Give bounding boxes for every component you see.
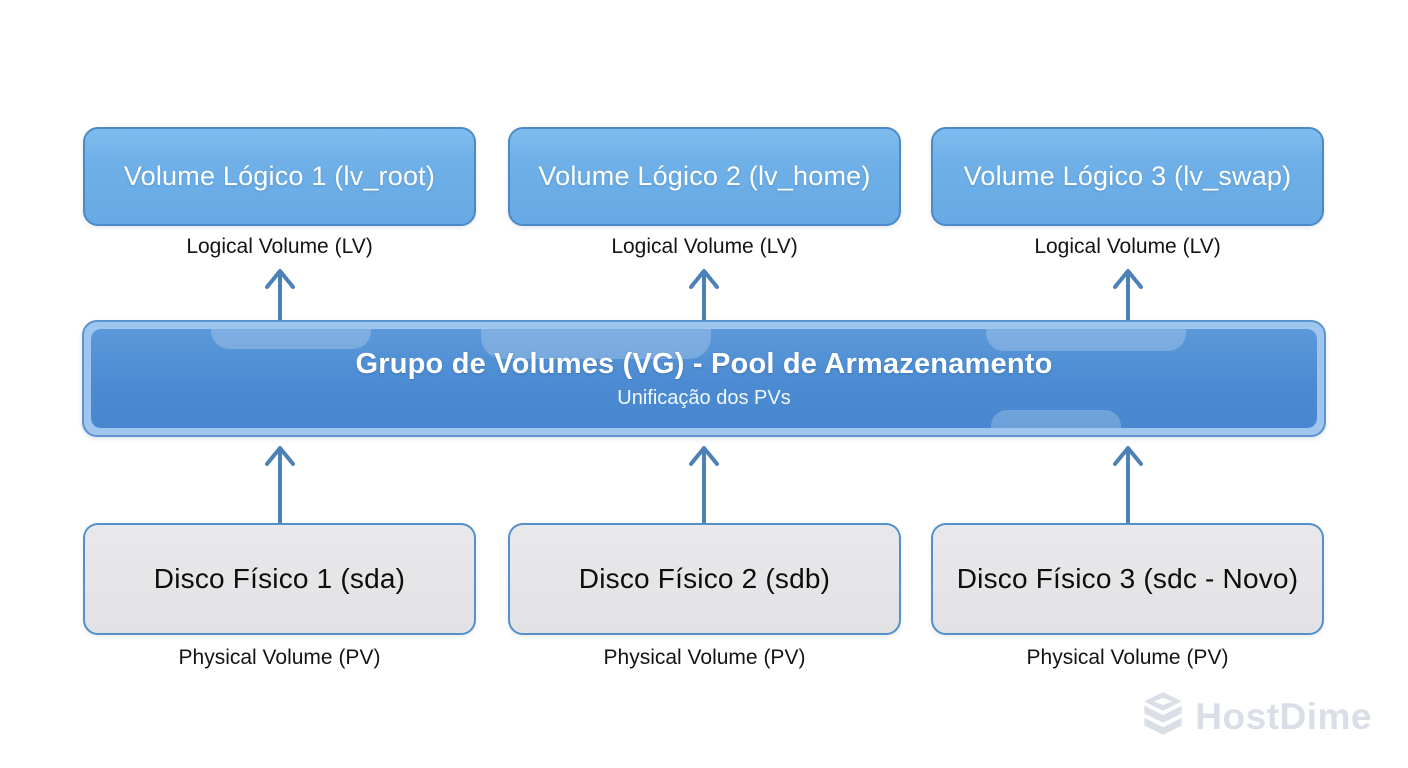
lv-sublabel: Logical Volume (LV) (186, 235, 373, 258)
pv-box-label: Disco Físico 1 (sda) (153, 563, 406, 594)
pv-sublabel: Physical Volume (PV) (603, 646, 806, 669)
lv-box-label: Volume Lógico 3 (lv_swap) (963, 161, 1292, 191)
pv-box-label: Disco Físico 3 (sdc - Novo) (956, 563, 1299, 594)
hostdime-watermark: HostDime (1141, 691, 1372, 742)
highlight-decoration (991, 410, 1121, 428)
up-arrow-icon (262, 266, 298, 322)
pv-box-label: Disco Físico 2 (sdb) (578, 563, 831, 594)
pv-box-sda: Disco Físico 1 (sda) (83, 523, 476, 635)
highlight-decoration (211, 329, 371, 349)
stacked-layers-icon (1141, 691, 1185, 742)
pv-box-sdc: Disco Físico 3 (sdc - Novo) (931, 523, 1324, 635)
brand-name: HostDime (1195, 695, 1372, 737)
lv-box-label: Volume Lógico 2 (lv_home) (538, 161, 871, 191)
pv-sublabel: Physical Volume (PV) (178, 646, 381, 669)
up-arrow-icon (686, 266, 722, 322)
lv-box-swap: Volume Lógico 3 (lv_swap) (931, 127, 1324, 226)
up-arrow-icon (1110, 443, 1146, 524)
pv-sublabel: Physical Volume (PV) (1026, 646, 1229, 669)
lv-sublabel: Logical Volume (LV) (611, 235, 798, 258)
up-arrow-icon (686, 443, 722, 524)
lv-box-label: Volume Lógico 1 (lv_root) (123, 161, 436, 191)
volume-group-bar: Grupo de Volumes (VG) - Pool de Armazena… (82, 320, 1326, 437)
pv-box-sdb: Disco Físico 2 (sdb) (508, 523, 901, 635)
lv-box-home: Volume Lógico 2 (lv_home) (508, 127, 901, 226)
up-arrow-icon (1110, 266, 1146, 322)
volume-group-title: Grupo de Volumes (VG) - Pool de Armazena… (355, 347, 1053, 380)
volume-group-subtitle: Unificação dos PVs (617, 386, 791, 409)
lv-sublabel: Logical Volume (LV) (1034, 235, 1221, 258)
up-arrow-icon (262, 443, 298, 524)
lv-box-root: Volume Lógico 1 (lv_root) (83, 127, 476, 226)
volume-group-inner: Grupo de Volumes (VG) - Pool de Armazena… (91, 329, 1317, 428)
